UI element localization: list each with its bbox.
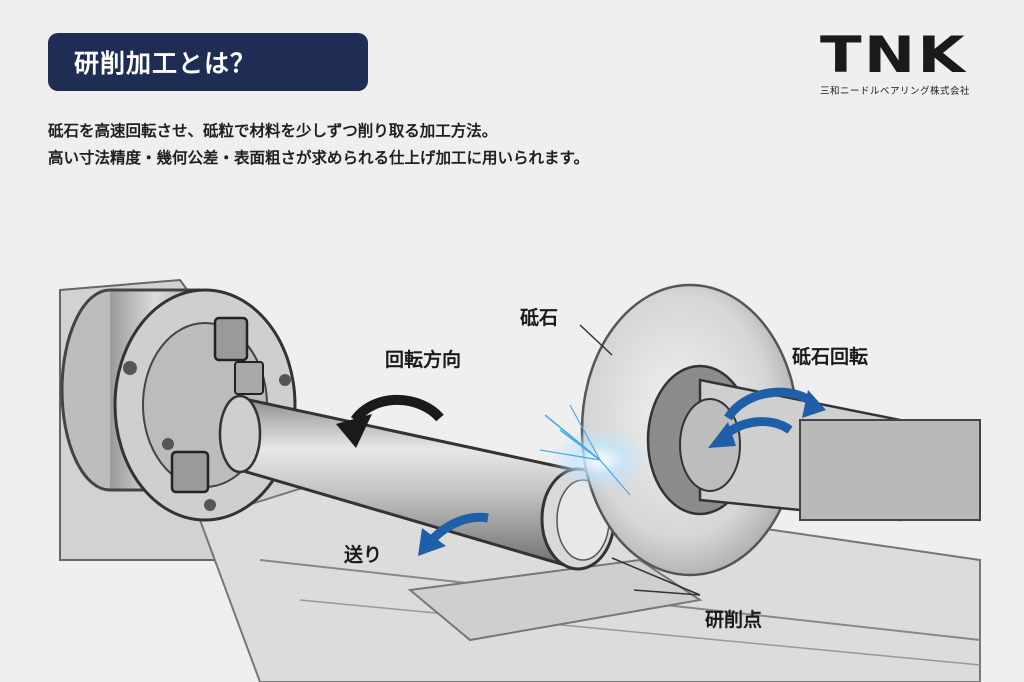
label-grinding-point: 研削点 (705, 609, 763, 631)
page-title-badge: 研削加工とは？ (48, 33, 368, 91)
label-wheel-rotation: 砥石回転 (792, 346, 869, 368)
description: 砥石を高速回転させ、砥粒で材料を少しずつ削り取る加工方法。 高い寸法精度・幾何公… (48, 118, 948, 172)
company-logo: TNK 三和ニードルベアリング株式会社 (820, 30, 980, 98)
description-line-1: 砥石を高速回転させ、砥粒で材料を少しずつ削り取る加工方法。 (48, 122, 498, 140)
sparks (539, 404, 650, 496)
logo-company-name: 三和ニードルベアリング株式会社 (820, 86, 971, 97)
lathe-chuck (60, 288, 297, 522)
label-feed: 送り (344, 544, 383, 566)
label-workpiece-rotation: 回転方向 (385, 349, 462, 371)
page-title: 研削加工とは？ (74, 49, 257, 78)
workpiece-rotation-arrow (336, 395, 444, 448)
grinding-wheel (580, 283, 981, 577)
logo-mark: TNK (820, 26, 968, 84)
wheel-rotation-arrows (708, 387, 826, 448)
feed-arrow (418, 512, 489, 556)
label-wheel: 砥石 (520, 307, 559, 329)
description-line-2: 高い寸法精度・幾何公差・表面粗さが求められる仕上げ加工に用いられます。 (48, 149, 589, 167)
